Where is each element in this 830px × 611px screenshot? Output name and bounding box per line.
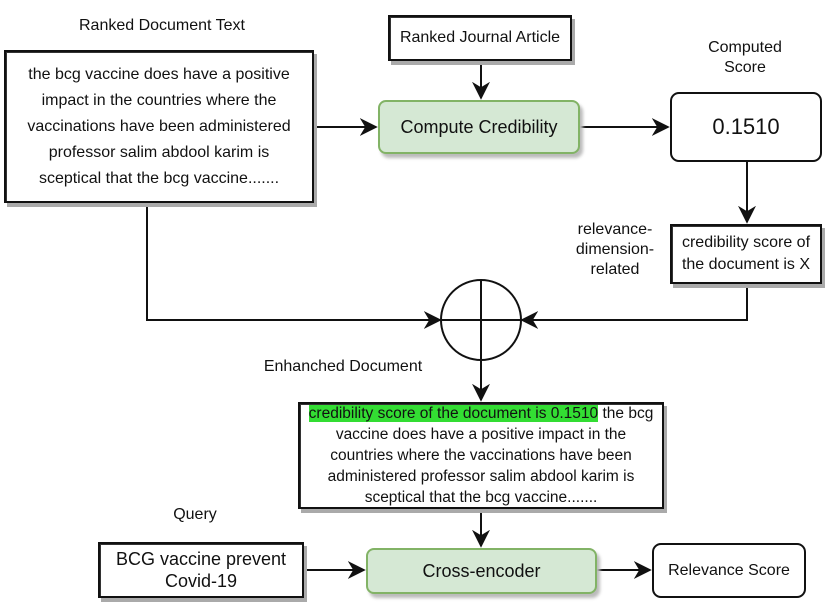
query-line2: Covid-19 bbox=[164, 571, 238, 591]
ranked-document-box: the bcg vaccine does have a positive imp… bbox=[4, 50, 314, 203]
enhanced-document-content: credibility score of the document is 0.1… bbox=[306, 403, 656, 508]
enhanced-document-label: Enhanched Document bbox=[263, 358, 423, 375]
relevance-dimension-label: relevance- dimension- related bbox=[560, 220, 670, 280]
relevance-dimension-label-line3: related bbox=[590, 261, 640, 278]
ranked-document-text-label: Ranked Document Text bbox=[78, 17, 245, 34]
enhanced-document-box: credibility score of the document is 0.1… bbox=[298, 402, 664, 509]
query-line1: BCG vaccine prevent bbox=[115, 549, 287, 569]
relevance-score-text: Relevance Score bbox=[668, 561, 790, 579]
query-label: Query bbox=[173, 506, 217, 523]
credibility-statement-box: credibility score of the document is X bbox=[670, 224, 822, 284]
query-box: BCG vaccine prevent Covid-19 bbox=[98, 542, 304, 598]
cross-encoder-text: Cross-encoder bbox=[422, 561, 541, 581]
score-value: 0.1510 bbox=[712, 114, 780, 139]
computed-score-label: Computed Score bbox=[680, 38, 810, 78]
combine-node bbox=[440, 279, 522, 361]
ranked-document-text: the bcg vaccine does have a positive imp… bbox=[27, 65, 291, 187]
score-box: 0.1510 bbox=[670, 92, 822, 162]
relevance-dimension-label-line1: relevance- bbox=[577, 221, 653, 238]
computed-score-label-line1: Computed bbox=[708, 39, 782, 56]
computed-score-label-line2: Score bbox=[724, 59, 766, 76]
ranked-journal-article-text: Ranked Journal Article bbox=[399, 29, 561, 46]
credibility-statement-line2: the document is X bbox=[681, 256, 811, 273]
compute-credibility-text: Compute Credibility bbox=[400, 117, 558, 137]
enhanced-highlight-text: credibility score of the document is 0.1… bbox=[308, 405, 599, 422]
relevance-score-box: Relevance Score bbox=[652, 543, 806, 598]
relevance-dimension-label-line2: dimension- bbox=[575, 241, 655, 258]
credibility-statement-line1: credibility score of bbox=[681, 234, 811, 251]
arrow-doc-to-combine bbox=[146, 203, 442, 329]
compute-credibility-box: Compute Credibility bbox=[378, 100, 580, 154]
arrow-statement-to-combine bbox=[520, 284, 748, 329]
enhanced-rest-text: the bcg vaccine does have a positive imp… bbox=[327, 405, 654, 506]
ranked-journal-article-box: Ranked Journal Article bbox=[388, 15, 572, 61]
cross-encoder-box: Cross-encoder bbox=[366, 548, 597, 594]
